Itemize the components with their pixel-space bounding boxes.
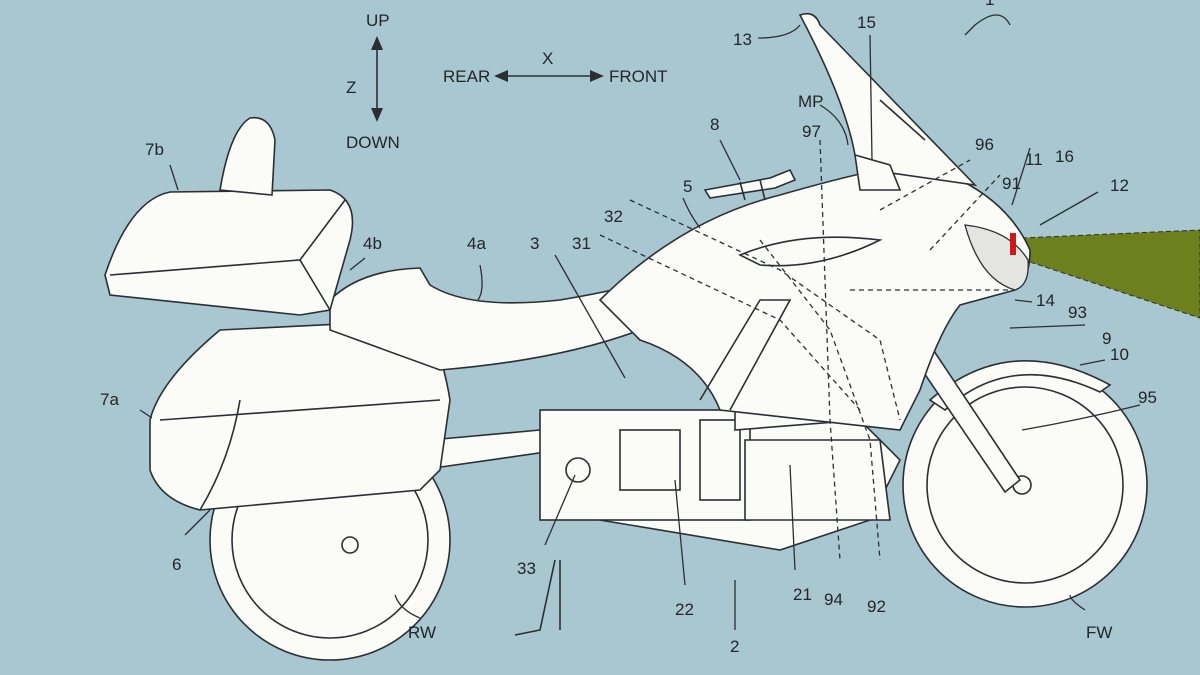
ref-4a: 4a xyxy=(467,234,486,253)
ref-MP: MP xyxy=(798,92,824,111)
windscreen xyxy=(798,12,978,187)
ref-1: 1 xyxy=(985,0,994,9)
leader-lines xyxy=(139,14,1141,630)
backrest xyxy=(219,116,276,196)
ref-3: 3 xyxy=(530,234,539,253)
axis-up-label: UP xyxy=(366,11,390,30)
ref-31: 31 xyxy=(572,234,591,253)
ref-33: 33 xyxy=(517,559,536,578)
headlight-cover xyxy=(964,224,1029,291)
ref-22: 22 xyxy=(675,600,694,619)
axis-z-label: Z xyxy=(346,78,356,97)
axis-indicator xyxy=(371,36,604,122)
engine xyxy=(539,409,751,521)
ref-21: 21 xyxy=(793,585,812,604)
ref-95: 95 xyxy=(1138,388,1157,407)
ref-RW: RW xyxy=(408,623,436,642)
ref-10: 10 xyxy=(1110,345,1129,364)
ref-91: 91 xyxy=(1002,174,1021,193)
ref-4b: 4b xyxy=(363,234,382,253)
ref-2: 2 xyxy=(730,637,739,656)
ref-14: 14 xyxy=(1036,291,1055,310)
front-fender xyxy=(928,360,1112,412)
ref-13: 13 xyxy=(733,30,752,49)
light-source xyxy=(1010,233,1016,255)
ref-97: 97 xyxy=(802,122,821,141)
seat xyxy=(329,267,652,371)
ref-9: 9 xyxy=(1102,329,1111,348)
ref-12: 12 xyxy=(1110,176,1129,195)
ref-96: 96 xyxy=(975,135,994,154)
front-fairing xyxy=(598,169,1031,431)
ref-94: 94 xyxy=(824,590,843,609)
ref-FW: FW xyxy=(1086,623,1112,642)
top-box xyxy=(104,189,354,316)
headlight-beam xyxy=(1021,229,1200,319)
ref-5: 5 xyxy=(683,177,692,196)
axis-rear-label: REAR xyxy=(443,67,490,86)
axis-down-label: DOWN xyxy=(346,133,400,152)
axis-front-label: FRONT xyxy=(609,67,668,86)
ref-7a: 7a xyxy=(100,390,119,409)
handlebar xyxy=(703,168,797,199)
ref-93: 93 xyxy=(1068,303,1087,322)
ref-92: 92 xyxy=(867,597,886,616)
ref-32: 32 xyxy=(604,207,623,226)
ref-15: 15 xyxy=(857,13,876,32)
ref-8: 8 xyxy=(710,115,719,134)
ref-16: 16 xyxy=(1055,147,1074,166)
ref-7b: 7b xyxy=(145,140,164,159)
axis-x-label: X xyxy=(542,49,553,68)
side-stand xyxy=(514,559,561,636)
ref-6: 6 xyxy=(172,555,181,574)
ref-11: 11 xyxy=(1025,150,1043,169)
